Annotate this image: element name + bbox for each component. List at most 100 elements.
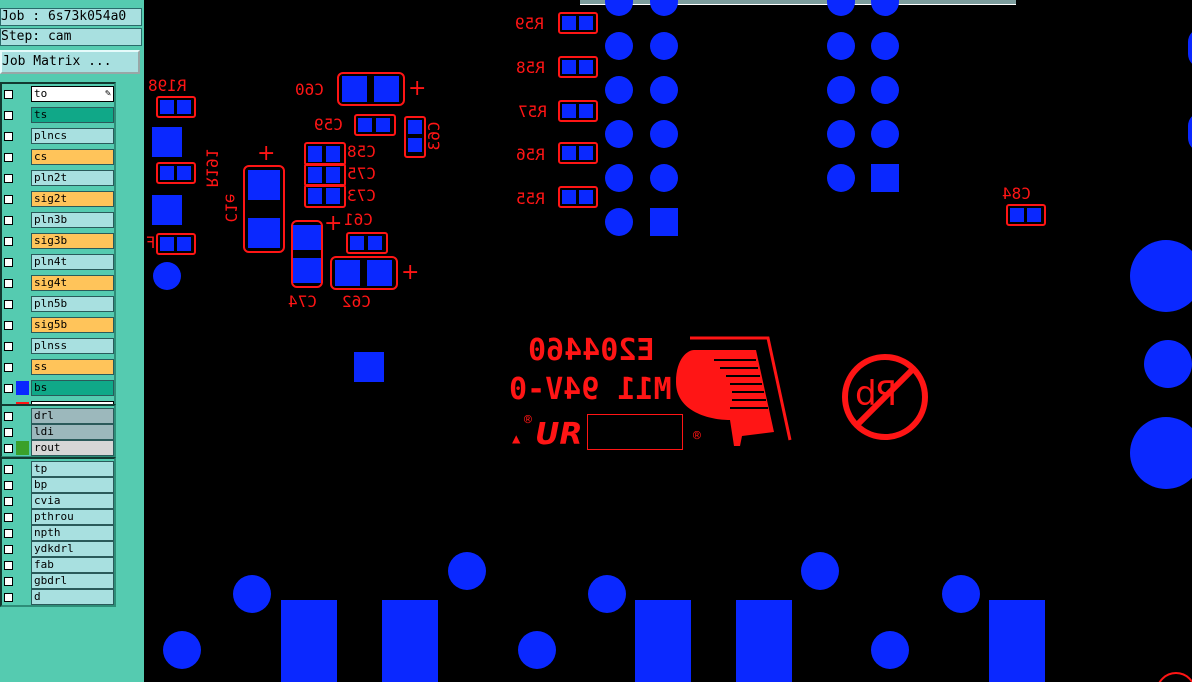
job-matrix-button[interactable]: Job Matrix ... bbox=[0, 50, 140, 74]
layer-name-label: d bbox=[34, 590, 41, 603]
pad-square bbox=[177, 237, 191, 251]
layer-name-sig2t[interactable]: sig2t bbox=[31, 191, 114, 207]
layer-name-cvia[interactable]: cvia bbox=[31, 493, 114, 509]
layer-row-drl[interactable]: drl bbox=[2, 408, 114, 424]
layer-checkbox[interactable] bbox=[4, 174, 13, 183]
layer-name-pln3b[interactable]: pln3b bbox=[31, 212, 114, 228]
layer-row-pln2t[interactable]: pln2t bbox=[2, 170, 114, 186]
layer-name-ydkdrl[interactable]: ydkdrl bbox=[31, 541, 114, 557]
layer-name-drl[interactable]: drl bbox=[31, 408, 114, 424]
layer-checkbox[interactable] bbox=[4, 342, 13, 351]
layer-row-d[interactable]: d bbox=[2, 589, 114, 605]
layer-checkbox[interactable] bbox=[4, 90, 13, 99]
layer-name-ldi[interactable]: ldi bbox=[31, 424, 114, 440]
pad-square bbox=[562, 16, 576, 30]
layer-checkbox[interactable] bbox=[4, 111, 13, 120]
layer-name-cs[interactable]: cs bbox=[31, 149, 114, 165]
layer-checkbox[interactable] bbox=[4, 153, 13, 162]
layer-checkbox[interactable] bbox=[4, 481, 13, 490]
layer-name-sig5b[interactable]: sig5b bbox=[31, 317, 114, 333]
component-outline-f bbox=[156, 233, 196, 255]
layer-row-ldi[interactable]: ldi bbox=[2, 424, 114, 440]
layer-row-rout[interactable]: rout bbox=[2, 440, 114, 456]
layer-name-sig4t[interactable]: sig4t bbox=[31, 275, 114, 291]
layer-checkbox[interactable] bbox=[4, 444, 13, 453]
layer-checkbox[interactable] bbox=[4, 132, 13, 141]
pad-square bbox=[160, 237, 174, 251]
layer-name-pln4t[interactable]: pln4t bbox=[31, 254, 114, 270]
layer-row-to[interactable]: to✎ bbox=[2, 86, 114, 102]
layer-checkbox[interactable] bbox=[4, 237, 13, 246]
pad-square bbox=[367, 260, 392, 286]
layer-checkbox[interactable] bbox=[4, 195, 13, 204]
layer-row-bp[interactable]: bp bbox=[2, 477, 114, 493]
layer-checkbox[interactable] bbox=[4, 465, 13, 474]
layer-checkbox[interactable] bbox=[4, 529, 13, 538]
pad-circle bbox=[605, 32, 633, 60]
layer-row-sig2t[interactable]: sig2t bbox=[2, 191, 114, 207]
layer-name-fab[interactable]: fab bbox=[31, 557, 114, 573]
layer-row-pln4t[interactable]: pln4t bbox=[2, 254, 114, 270]
layer-checkbox[interactable] bbox=[4, 321, 13, 330]
layer-name-bs[interactable]: bs bbox=[31, 380, 114, 396]
layer-name-ss[interactable]: ss bbox=[31, 359, 114, 375]
layer-row-ss[interactable]: ss bbox=[2, 359, 114, 375]
layer-name-ts[interactable]: ts bbox=[31, 107, 114, 123]
layer-checkbox[interactable] bbox=[4, 412, 13, 421]
layer-row-plncs[interactable]: plncs bbox=[2, 128, 114, 144]
layer-row-pln5b[interactable]: pln5b bbox=[2, 296, 114, 312]
layer-name-plncs[interactable]: plncs bbox=[31, 128, 114, 144]
layer-name-npth[interactable]: npth bbox=[31, 525, 114, 541]
layer-color-swatch[interactable] bbox=[16, 381, 29, 395]
layer-checkbox[interactable] bbox=[4, 216, 13, 225]
layer-checkbox[interactable] bbox=[4, 545, 13, 554]
layer-row-sig4t[interactable]: sig4t bbox=[2, 275, 114, 291]
layer-row-npth[interactable]: npth bbox=[2, 525, 114, 541]
layer-row-fab[interactable]: fab bbox=[2, 557, 114, 573]
pad-circle bbox=[827, 164, 855, 192]
layer-checkbox[interactable] bbox=[4, 363, 13, 372]
layer-checkbox[interactable] bbox=[4, 561, 13, 570]
layer-checkbox[interactable] bbox=[4, 384, 13, 393]
board-marking-ul-number: E204460 bbox=[528, 333, 655, 368]
layer-row-pln3b[interactable]: pln3b bbox=[2, 212, 114, 228]
layer-checkbox[interactable] bbox=[4, 258, 13, 267]
layer-checkbox[interactable] bbox=[4, 577, 13, 586]
layer-name-pln5b[interactable]: pln5b bbox=[31, 296, 114, 312]
layer-name-d[interactable]: d bbox=[31, 589, 114, 605]
layer-name-label: drl bbox=[34, 409, 54, 422]
layer-name-bp[interactable]: bp bbox=[31, 477, 114, 493]
layer-name-rout[interactable]: rout bbox=[31, 440, 114, 456]
layer-name-to[interactable]: to✎ bbox=[31, 86, 114, 102]
layer-row-tp[interactable]: tp bbox=[2, 461, 114, 477]
layer-row-cs[interactable]: cs bbox=[2, 149, 114, 165]
pad-square bbox=[152, 195, 182, 225]
layer-name-sig3b[interactable]: sig3b bbox=[31, 233, 114, 249]
layer-group-board: to✎ ts plncs cs pln2t sig2t pln3b sig3b pln4t sig… bbox=[0, 82, 116, 424]
layer-checkbox[interactable] bbox=[4, 300, 13, 309]
layer-checkbox[interactable] bbox=[4, 428, 13, 437]
layer-row-cvia[interactable]: cvia bbox=[2, 493, 114, 509]
layer-checkbox[interactable] bbox=[4, 513, 13, 522]
layer-name-pln2t[interactable]: pln2t bbox=[31, 170, 114, 186]
layer-row-sig5b[interactable]: sig5b bbox=[2, 317, 114, 333]
layer-name-gbdrl[interactable]: gbdrl bbox=[31, 573, 114, 589]
refdes-label: C62 bbox=[342, 292, 371, 311]
layer-row-gbdrl[interactable]: gbdrl bbox=[2, 573, 114, 589]
layer-checkbox[interactable] bbox=[4, 497, 13, 506]
layer-row-plnss[interactable]: plnss bbox=[2, 338, 114, 354]
pad-circle bbox=[163, 631, 201, 669]
layer-row-ydkdrl[interactable]: ydkdrl bbox=[2, 541, 114, 557]
layer-name-plnss[interactable]: plnss bbox=[31, 338, 114, 354]
layer-name-tp[interactable]: tp bbox=[31, 461, 114, 477]
layer-row-ts[interactable]: ts bbox=[2, 107, 114, 123]
layer-row-bs[interactable]: bs bbox=[2, 380, 114, 396]
layer-name-pthrou[interactable]: pthrou bbox=[31, 509, 114, 525]
layer-checkbox[interactable] bbox=[4, 279, 13, 288]
job-name-field: Job : 6s73k054a0 bbox=[0, 8, 142, 26]
layer-color-swatch[interactable] bbox=[16, 441, 29, 455]
layer-row-pthrou[interactable]: pthrou bbox=[2, 509, 114, 525]
layer-row-sig3b[interactable]: sig3b bbox=[2, 233, 114, 249]
layer-checkbox[interactable] bbox=[4, 593, 13, 602]
cam-graphics-canvas[interactable]: R59 R58 R57 R56 R55 R198 R191 F C60 + C5… bbox=[144, 0, 1192, 682]
